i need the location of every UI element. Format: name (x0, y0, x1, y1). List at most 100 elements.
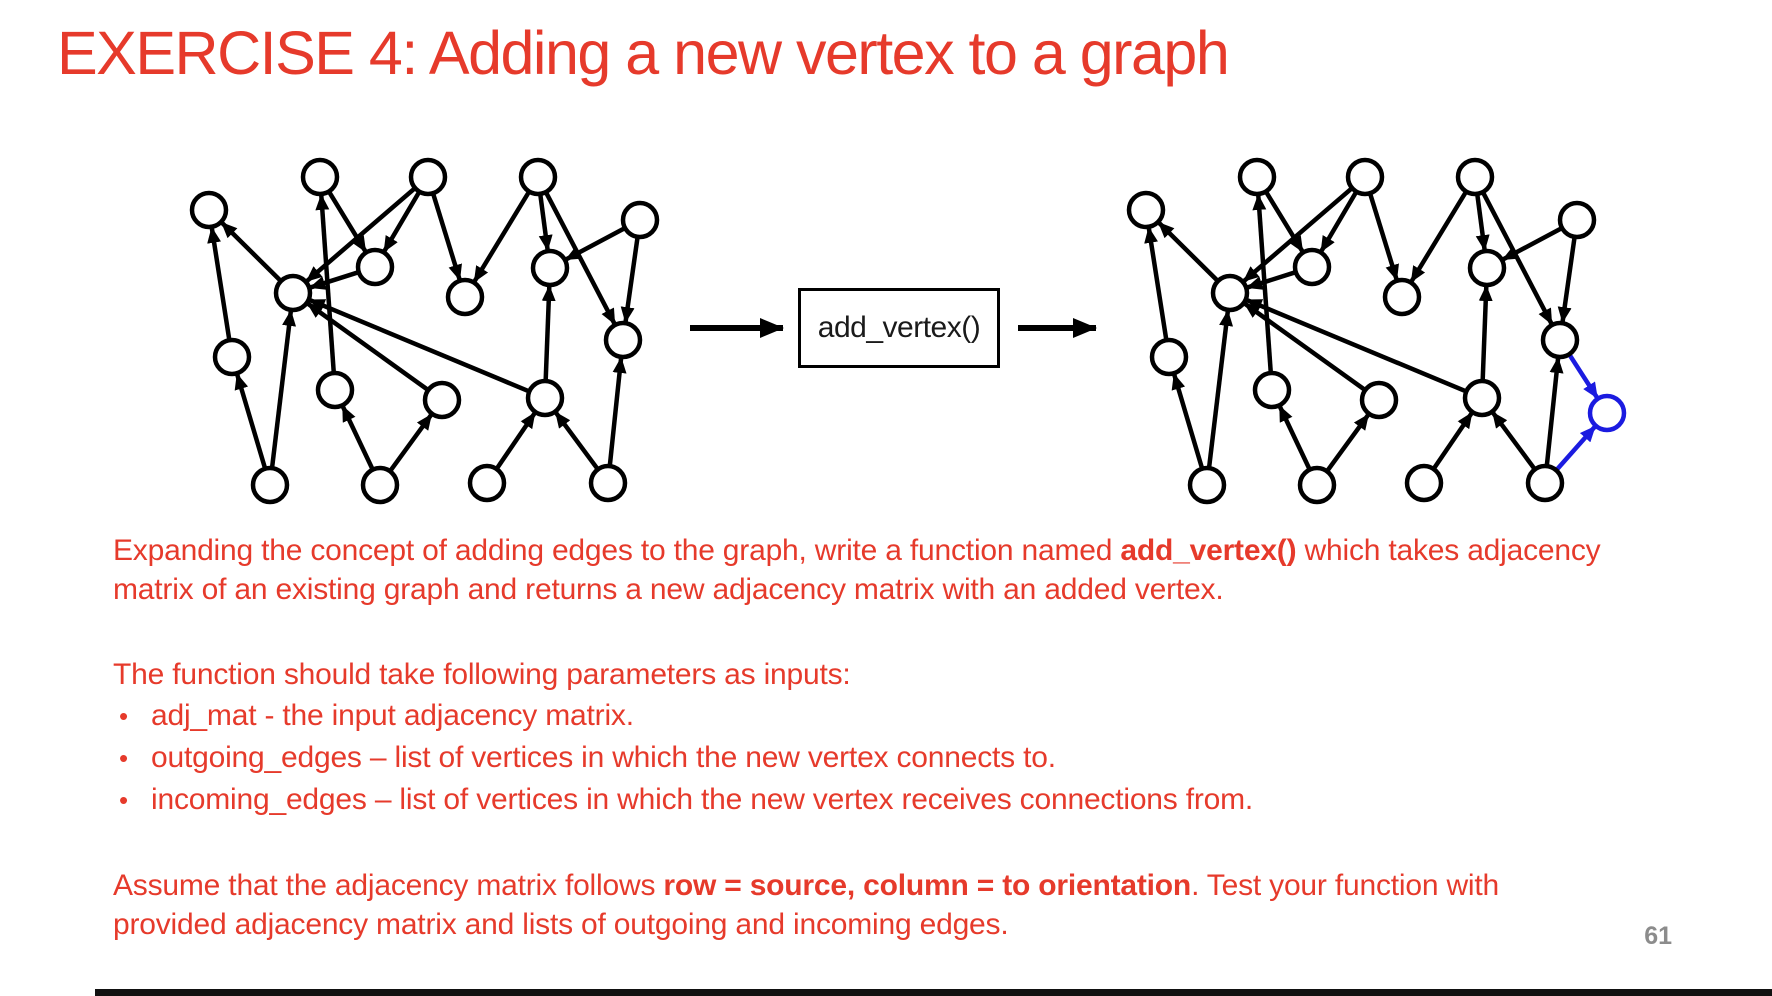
graph-edge (541, 284, 556, 381)
graph-edge (1157, 221, 1219, 282)
text-segment: Expanding the concept of adding edges to… (113, 534, 1121, 567)
graph-node (1126, 190, 1166, 230)
bullet-item: • outgoing_edges – list of vertices in wh… (113, 738, 1613, 778)
graph-node (445, 277, 485, 317)
bullet-text: outgoing_edges – list of vertices in whi… (151, 741, 1056, 774)
bullet-list: • adj_mat - the input adjacency matrix. • o… (113, 696, 1613, 820)
graph-edge (1243, 301, 1366, 392)
slide-title: EXERCISE 4: Adding a new vertex to a gra… (57, 19, 1230, 87)
graph-node (1404, 463, 1444, 503)
graph-edge (620, 237, 640, 324)
graph-edge (495, 411, 537, 470)
text-segment: . Test your function with provided adjac… (113, 869, 1499, 941)
added-vertex-node (1587, 393, 1627, 433)
body-text: Expanding the concept of adding edges to… (113, 531, 1613, 944)
bullet-item: • adj_mat - the input adjacency matrix. (113, 696, 1613, 736)
graph-node (1345, 157, 1385, 197)
graph-node (189, 190, 229, 230)
graph-edge (305, 187, 416, 283)
graph-node (212, 337, 252, 377)
graph-edge (1544, 356, 1564, 466)
graph-edge (1246, 270, 1296, 290)
graph-node (1382, 277, 1422, 317)
graph-edge (538, 194, 553, 252)
add-vertex-label: add_vertex() (817, 311, 981, 344)
graph-edge (234, 373, 268, 469)
graph-edge (1475, 194, 1490, 252)
graph-edge (327, 191, 368, 253)
graph-node (408, 157, 448, 197)
graph-node (1462, 378, 1502, 418)
graph-node (1187, 465, 1227, 505)
graph-edge (1432, 411, 1474, 470)
graph-nodes-layer (189, 157, 1627, 505)
bullet-marker: • (119, 743, 128, 773)
graph-edge (1557, 237, 1577, 324)
graph-edge (1368, 193, 1399, 281)
graph-edge (1264, 191, 1305, 253)
graph-edges-layer (207, 187, 1600, 472)
graph-node (1292, 247, 1332, 287)
graph-node (315, 370, 355, 410)
graph-edge (309, 270, 359, 290)
bold-text-segment: row = source, column = to orientation (663, 869, 1192, 902)
graph-node (250, 465, 290, 505)
page-number: 61 (1644, 922, 1672, 950)
graph-node (1149, 337, 1189, 377)
graph-node (1540, 320, 1580, 360)
add-vertex-function-box: add_vertex() (798, 288, 1000, 368)
bullet-marker: • (119, 701, 128, 731)
graph-node (1455, 157, 1495, 197)
graph-node (603, 320, 643, 360)
graph-node (1210, 273, 1250, 313)
graph-edge (607, 356, 627, 466)
graph-edge (1319, 191, 1358, 253)
graph-node (355, 247, 395, 287)
graph-node (620, 200, 660, 240)
graph-node (273, 273, 313, 313)
graph-edge (306, 301, 429, 392)
graph-node (518, 157, 558, 197)
added-vertex-edge (1555, 424, 1597, 472)
bullet-marker: • (119, 785, 128, 815)
graph-node (1525, 463, 1565, 503)
graph-edge (308, 297, 530, 394)
graph-edge (1325, 413, 1371, 472)
graph-node (1237, 157, 1277, 197)
graph-node (467, 463, 507, 503)
text-segment: The function should take following param… (113, 658, 851, 691)
graph-node (300, 157, 340, 197)
paragraph: Assume that the adjacency matrix follows… (113, 866, 1613, 944)
graph-edge (1478, 284, 1493, 381)
graph-edge (431, 193, 462, 281)
graph-edge (340, 405, 375, 470)
graph-edge (382, 191, 421, 253)
graph-node (1557, 200, 1597, 240)
paragraph: The function should take following param… (113, 655, 1613, 694)
graph-edge (1242, 187, 1353, 283)
graph-edge (1206, 309, 1234, 468)
graph-edge (472, 191, 531, 283)
text-segment: which takes adjacency matrix of an exist… (113, 534, 1601, 606)
graph-node (1252, 370, 1292, 410)
added-vertex-edge (1567, 353, 1600, 400)
bullet-text: adj_mat - the input adjacency matrix. (151, 699, 634, 732)
graph-node (588, 463, 628, 503)
graph-node (1467, 248, 1507, 288)
graph-edge (207, 226, 232, 340)
graph-edge (1144, 226, 1169, 340)
graph-edge (1245, 297, 1467, 394)
bold-text-segment: add_vertex() (1120, 534, 1297, 567)
graph-edge (1171, 373, 1205, 469)
graph-node (525, 378, 565, 418)
text-segment: Assume that the adjacency matrix follows (113, 869, 664, 902)
graph-node (360, 465, 400, 505)
graph-edge (1277, 405, 1312, 470)
graph-edge (1409, 191, 1468, 283)
graph-edge (564, 226, 626, 262)
graph-node (1297, 465, 1337, 505)
bullet-item: •incoming_edges – list of vertices in wh… (113, 780, 1613, 820)
graph-edge (388, 413, 434, 472)
